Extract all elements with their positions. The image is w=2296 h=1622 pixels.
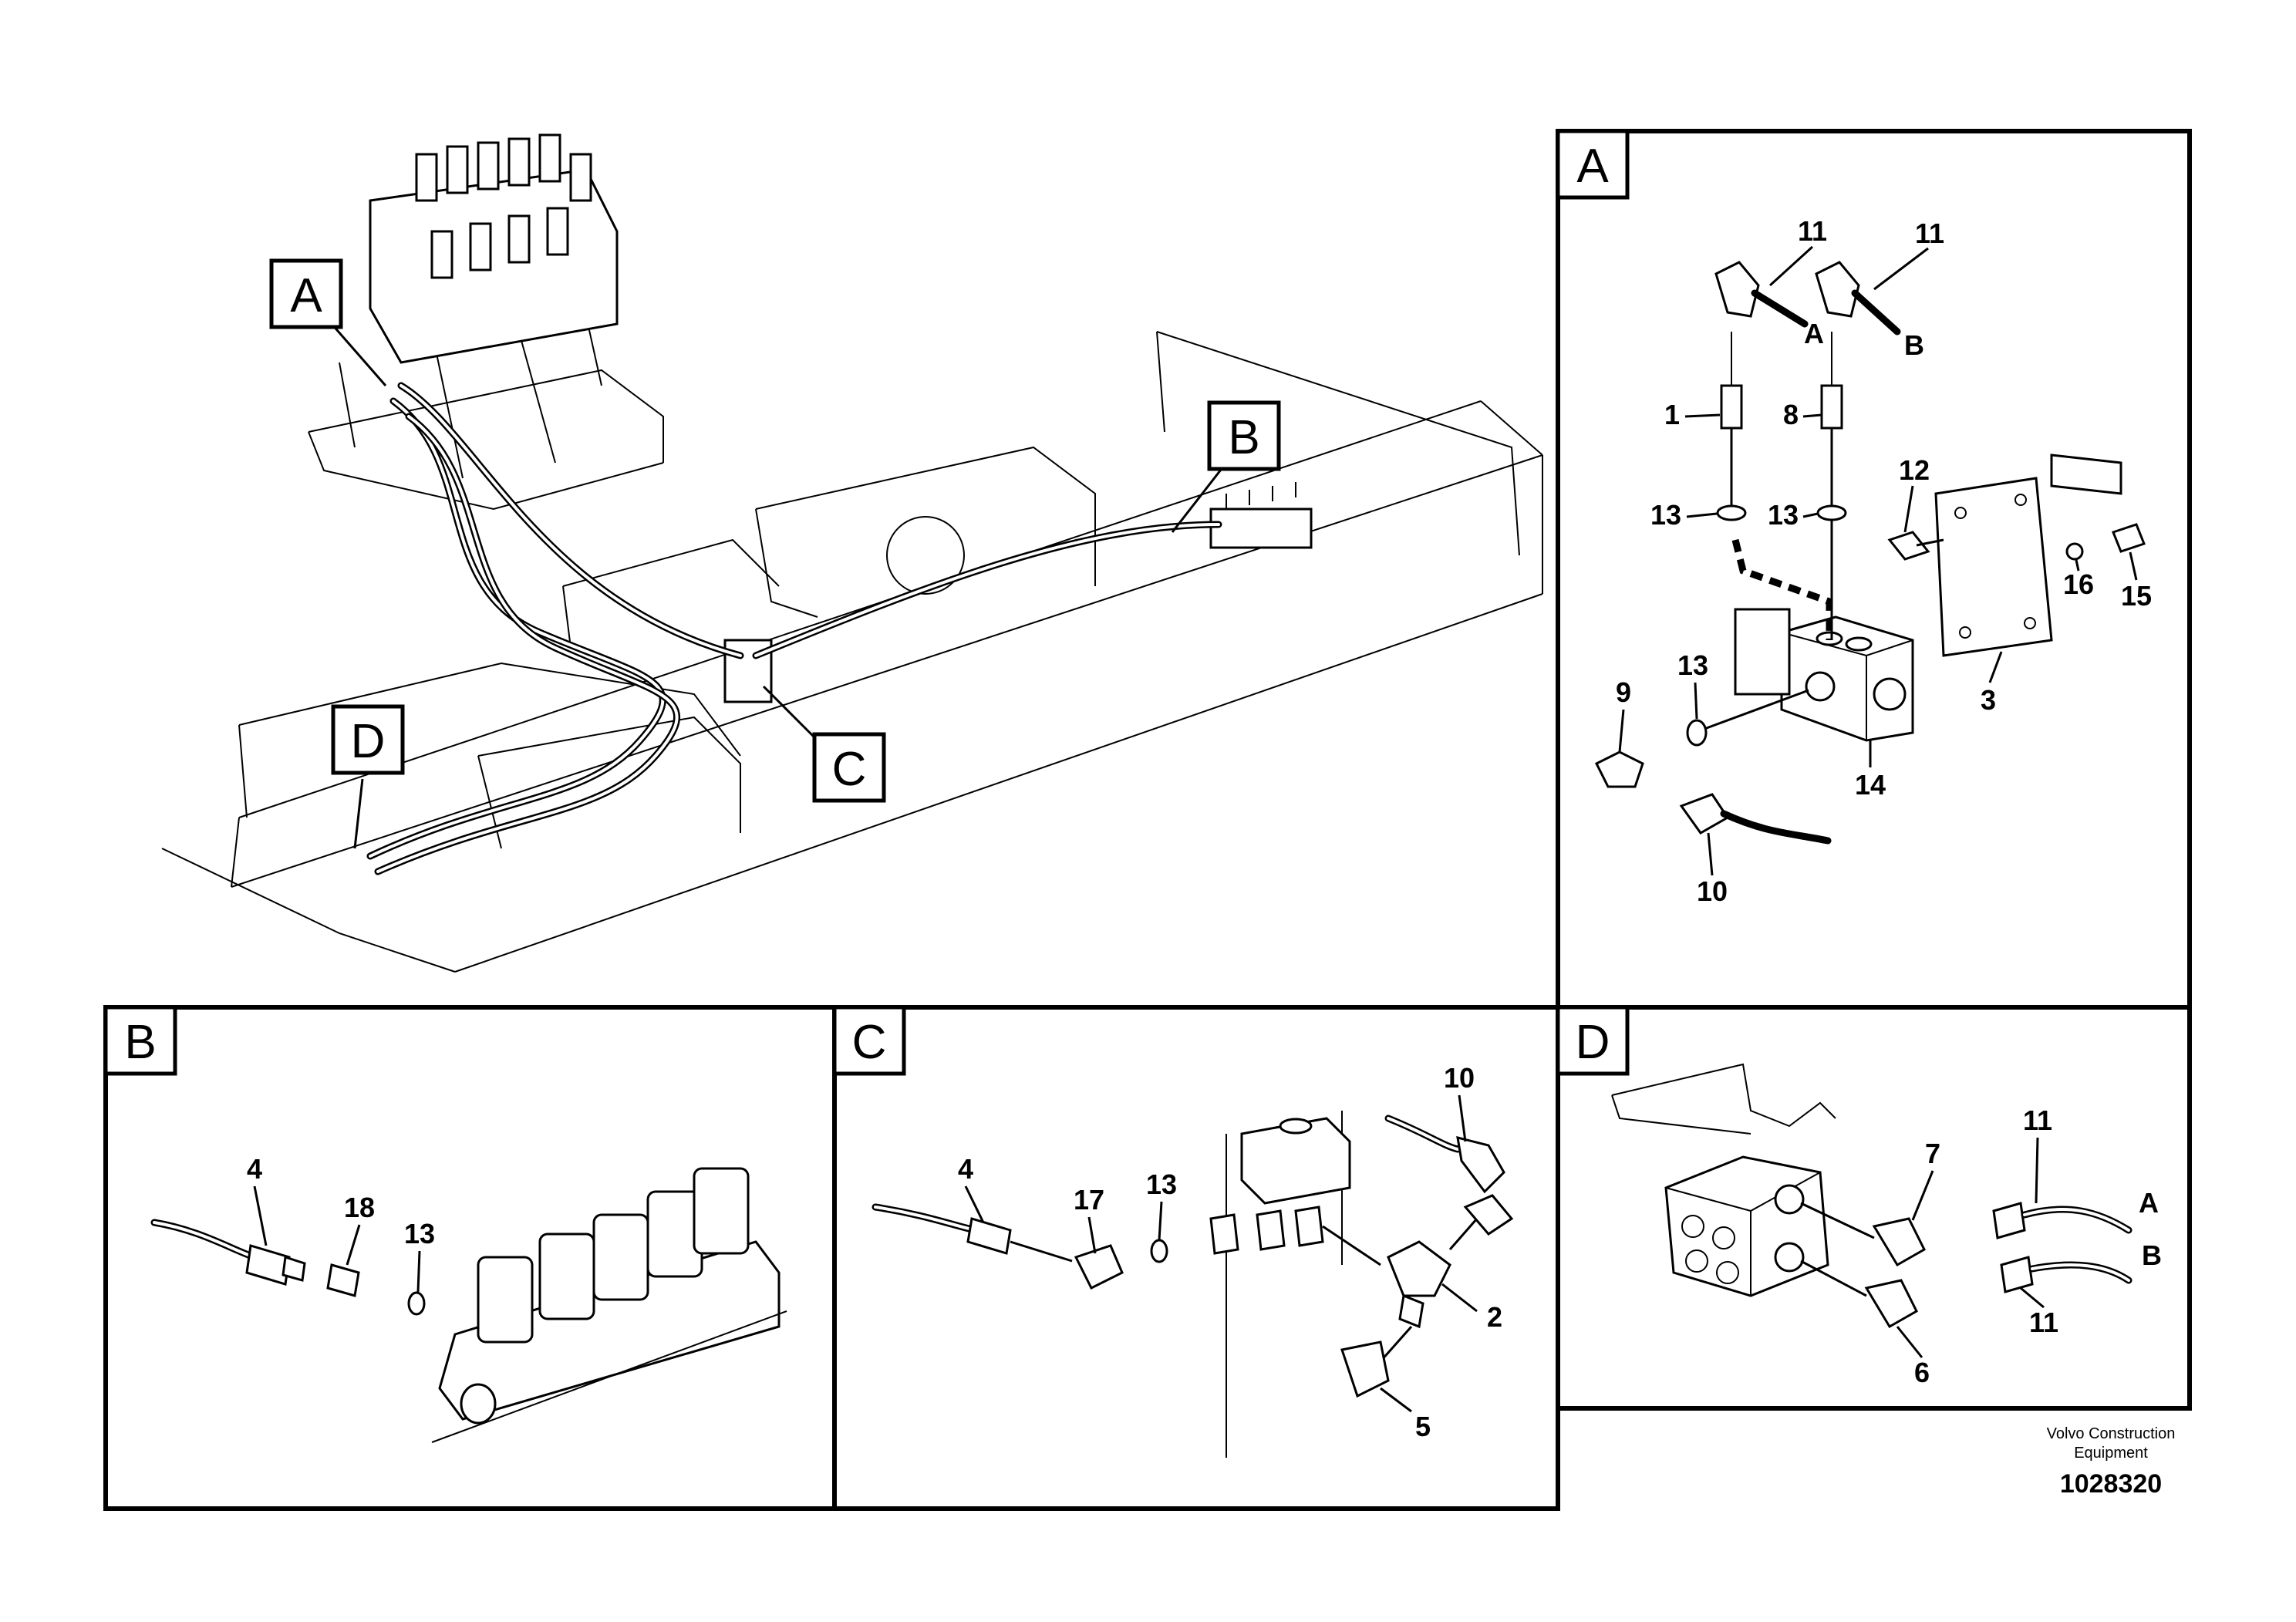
svg-text:15: 15 — [2121, 580, 2152, 612]
callouts-panel-d: 11 A 7 B 11 6 — [1896, 1104, 2162, 1388]
svg-text:5: 5 — [1415, 1411, 1431, 1442]
detail-panel-a: A — [1556, 129, 2192, 1010]
svg-text:8: 8 — [1783, 399, 1799, 430]
footer-company-line1: Volvo Construction — [2047, 1425, 2176, 1442]
svg-text:13: 13 — [1650, 499, 1681, 531]
footer-drawing-number: 1028320 — [2060, 1469, 2162, 1499]
svg-text:B: B — [1228, 411, 1259, 464]
svg-text:2: 2 — [1487, 1301, 1502, 1333]
overview-drawing: A B C D — [161, 133, 1543, 973]
svg-text:14: 14 — [1855, 769, 1886, 801]
svg-text:13: 13 — [404, 1218, 435, 1249]
overview-label-b: B — [1207, 400, 1281, 471]
svg-text:18: 18 — [344, 1192, 375, 1223]
svg-text:11: 11 — [2023, 1104, 2052, 1136]
callouts-panel-b: 4 18 13 — [247, 1153, 435, 1293]
svg-text:11: 11 — [1915, 218, 1944, 249]
svg-text:C: C — [832, 743, 867, 796]
detail-panel-d: D 11 A 7 B 11 6 — [1556, 1005, 2192, 1411]
svg-text:10: 10 — [1444, 1062, 1475, 1094]
svg-text:4: 4 — [247, 1153, 262, 1185]
overview-label-c: C — [812, 732, 886, 803]
svg-text:10: 10 — [1697, 875, 1728, 907]
callouts-panel-a: 11 11 A B 1 8 12 13 13 16 15 9 13 3 — [1616, 215, 2152, 907]
overview-label-d: D — [331, 704, 405, 775]
svg-text:B: B — [1904, 329, 1924, 361]
svg-text:16: 16 — [2063, 568, 2094, 600]
detail-panel-b: B 4 18 13 — [103, 1005, 837, 1511]
drawing-footer: Volvo Construction Equipment 1028320 — [2047, 1425, 2176, 1499]
svg-text:13: 13 — [1768, 499, 1799, 531]
valve-spools-overview — [415, 133, 592, 279]
svg-text:11: 11 — [1798, 215, 1827, 247]
svg-text:13: 13 — [1146, 1168, 1177, 1200]
svg-text:6: 6 — [1914, 1357, 1930, 1388]
svg-text:13: 13 — [1677, 649, 1708, 681]
solenoid-coils-b — [477, 1167, 750, 1344]
svg-text:C: C — [852, 1016, 887, 1069]
svg-text:A: A — [290, 269, 322, 322]
svg-text:A: A — [1576, 140, 1609, 193]
callouts-panel-c: 10 4 17 13 2 5 — [958, 1062, 1502, 1442]
footer-company-line2: Equipment — [2074, 1445, 2148, 1462]
svg-text:17: 17 — [1074, 1184, 1104, 1216]
svg-text:A: A — [2139, 1187, 2159, 1219]
svg-text:9: 9 — [1616, 676, 1631, 708]
svg-text:B: B — [124, 1016, 156, 1069]
svg-text:11: 11 — [2029, 1307, 2058, 1338]
svg-text:D: D — [1576, 1016, 1610, 1069]
svg-text:B: B — [2142, 1239, 2162, 1271]
svg-text:12: 12 — [1899, 454, 1930, 486]
svg-text:D: D — [351, 715, 386, 768]
svg-text:3: 3 — [1981, 684, 1996, 716]
svg-text:A: A — [1804, 318, 1824, 349]
svg-text:1: 1 — [1664, 399, 1680, 430]
overview-label-a: A — [269, 258, 343, 329]
detail-panel-c: C 10 4 17 13 — [832, 1005, 1560, 1511]
svg-text:4: 4 — [958, 1153, 973, 1185]
svg-text:7: 7 — [1925, 1138, 1940, 1169]
